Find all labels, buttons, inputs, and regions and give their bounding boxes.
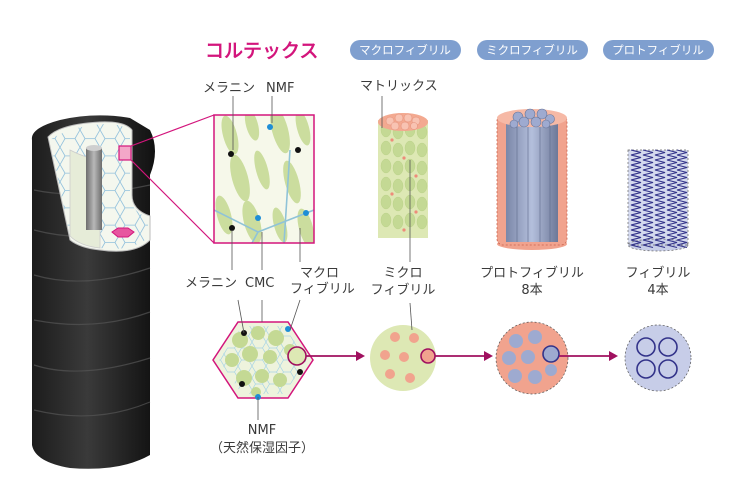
macrofibril-bundle: [378, 113, 428, 238]
label-melanin: メラニン: [185, 276, 237, 291]
arrow-2: [435, 351, 493, 361]
svg-text:マクロフィブリル: マクロフィブリル: [359, 43, 451, 57]
fibril-cross-section: [624, 324, 692, 392]
microfibril-cylinder: [496, 108, 568, 250]
header-pill-macro: マクロフィブリル: [350, 40, 461, 60]
svg-text:プロトフィブリル: プロトフィブリル: [612, 43, 704, 57]
helix-strand: [642, 149, 654, 249]
nmf-dot: [267, 124, 273, 130]
cortex-cell-highlight: [111, 227, 135, 238]
melanin-dot: [295, 147, 301, 153]
microfibril-highlight: [420, 348, 436, 364]
header-pill-proto: プロトフィブリル: [603, 40, 714, 60]
header-pill-micro: ミクロフィブリル: [477, 40, 588, 60]
hair-shaft-illustration: [31, 115, 155, 469]
zoom-marker-box: [118, 145, 132, 161]
nmf-dot: [255, 215, 261, 221]
protofibril-highlight: [542, 345, 560, 363]
label-macrofibril: マクロフィブリル: [290, 266, 355, 297]
label-nmf-desc: （天然保湿因子）: [210, 440, 314, 456]
helix-strand: [666, 149, 678, 249]
arrow-1: [306, 351, 365, 361]
melanin-dot: [297, 369, 303, 375]
melanin-dot: [229, 225, 235, 231]
macrofibril-cross-section: [212, 321, 314, 400]
nmf-dot: [285, 326, 291, 332]
svg-text:ミクロフィブリル: ミクロフィブリル: [486, 43, 578, 57]
helix-strand: [676, 149, 688, 249]
label-cmc: CMC: [245, 276, 274, 291]
label-nmf-bottom: NMF: [248, 423, 276, 438]
label-nmf-top: NMF: [266, 81, 294, 96]
cortex-zoom-panel: [213, 114, 315, 244]
medulla-core: [86, 148, 102, 230]
microfibril-cross-section: [370, 325, 436, 391]
melanin-dot: [239, 381, 245, 387]
section-title: コルテックス: [205, 40, 318, 62]
label-matrix: マトリックス: [360, 79, 438, 94]
protofibril-cross-section: [495, 321, 569, 395]
label-melanin-top: メラニン: [203, 81, 255, 96]
helix-strands: [630, 149, 688, 249]
nmf-dot: [303, 210, 309, 216]
label-microfibril: ミクロフィブリル: [371, 266, 436, 298]
helix-strand: [654, 149, 666, 249]
helix-strand: [630, 149, 642, 249]
protofibril-helix-bundle: [627, 149, 689, 252]
melanin-dot: [228, 151, 234, 157]
macrofibril-highlight: [287, 346, 307, 366]
arrow-3: [559, 351, 618, 361]
